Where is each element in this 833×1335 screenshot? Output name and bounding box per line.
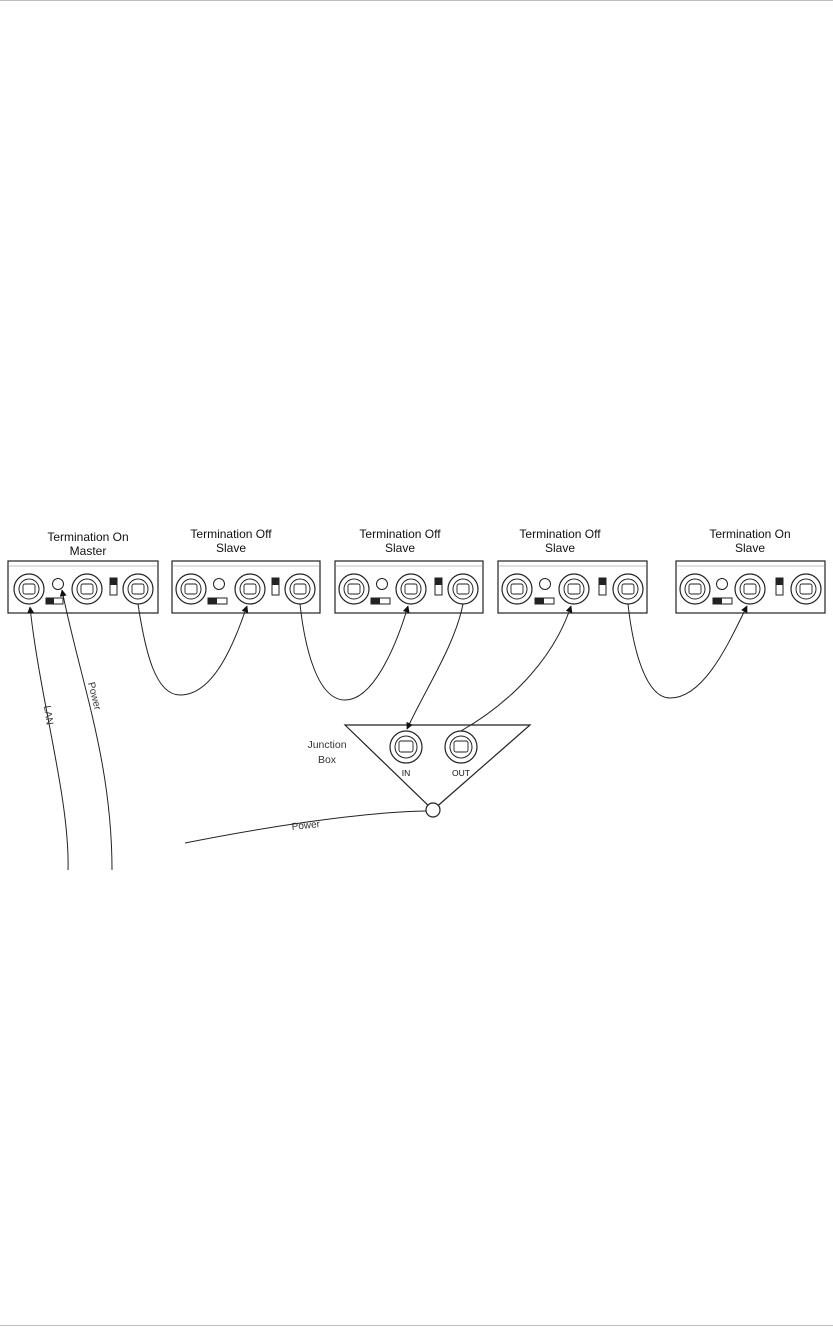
unit-5-title-line1: Termination On	[709, 527, 790, 541]
cable-power-master	[62, 590, 112, 870]
junction-box-label-line1: Junction	[307, 739, 346, 751]
unit-4-port-b	[559, 574, 589, 604]
unit-5-indicator-led	[717, 579, 728, 590]
junction-box-in-port	[390, 731, 422, 763]
unit-3-port-b	[396, 574, 426, 604]
unit-2-port-b	[235, 574, 265, 604]
unit-2-port-c	[285, 574, 315, 604]
junction-box-out-label: OUT	[452, 768, 470, 778]
cable-junction-out-to-unit4	[461, 606, 571, 731]
unit-1-title-line2: Master	[70, 544, 107, 558]
unit-1-port-a	[14, 574, 44, 604]
unit-3-indicator-led	[377, 579, 388, 590]
unit-4-panel	[498, 561, 647, 613]
page-bottom-rule	[0, 1325, 833, 1326]
unit-1-port-c	[123, 574, 153, 604]
unit-4-port-a	[502, 574, 532, 604]
unit-3-port-a	[339, 574, 369, 604]
unit-5-port-b	[735, 574, 765, 604]
cable-unit4-to-unit5	[628, 604, 747, 698]
unit-2-indicator-led	[214, 579, 225, 590]
cable-power-junction-label: Power	[291, 819, 321, 833]
unit-4-indicator-led	[540, 579, 551, 590]
unit-4-title-line2: Slave	[545, 541, 575, 555]
unit-5-panel	[676, 561, 825, 613]
junction-box-in-label: IN	[402, 768, 411, 778]
cable-unit2-to-unit3	[300, 604, 408, 700]
unit-2-title-line1: Termination Off	[190, 527, 272, 541]
unit-2-port-a	[176, 574, 206, 604]
unit-1-indicator-led	[53, 579, 64, 590]
cable-unit3-to-junction-in	[407, 604, 463, 729]
junction-box	[345, 725, 530, 817]
unit-5-title-line2: Slave	[735, 541, 765, 555]
unit-5-port-a	[680, 574, 710, 604]
unit-4-title-line1: Termination Off	[519, 527, 601, 541]
unit-3-title-line1: Termination Off	[359, 527, 441, 541]
unit-1-title-line1: Termination On	[47, 530, 128, 544]
junction-box-label-line2: Box	[318, 754, 337, 766]
junction-box-out-port	[445, 731, 477, 763]
unit-4-port-c	[613, 574, 643, 604]
cable-lan	[30, 607, 68, 870]
unit-3-title-line2: Slave	[385, 541, 415, 555]
cable-lan-label: LAN	[41, 705, 55, 726]
unit-3-port-c	[448, 574, 478, 604]
unit-2-title-line2: Slave	[216, 541, 246, 555]
junction-box-power-inlet	[426, 803, 440, 817]
unit-2-panel	[172, 561, 320, 613]
unit-1-port-b	[72, 574, 102, 604]
unit-1-panel	[8, 561, 158, 613]
cable-unit1-to-unit2	[138, 604, 247, 695]
unit-5-port-c	[791, 574, 821, 604]
unit-3-panel	[335, 561, 483, 613]
